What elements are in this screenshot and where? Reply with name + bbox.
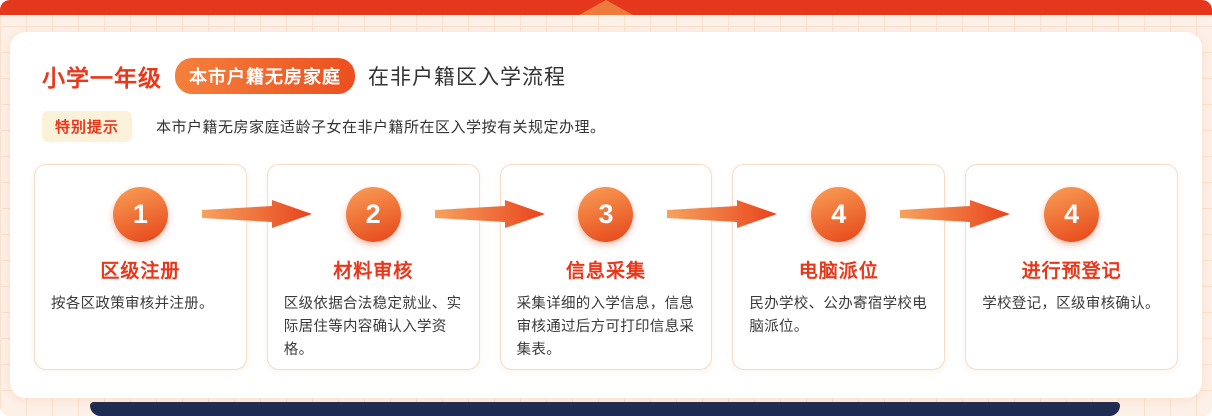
grade-label: 小学一年级 bbox=[42, 65, 162, 91]
step-number-circle: 4 bbox=[811, 187, 867, 242]
tip-text: 本市户籍无房家庭适龄子女在非户籍所在区入学按有关规定办理。 bbox=[156, 119, 606, 136]
step-card-2: 2 材料审核 区级依据合法稳定就业、实际居住等内容确认入学资格。 bbox=[266, 164, 480, 370]
step-description: 区级依据合法稳定就业、实际居住等内容确认入学资格。 bbox=[283, 296, 462, 359]
step-number-circle: 2 bbox=[345, 187, 401, 242]
step-number: 2 bbox=[365, 199, 381, 229]
step-card-3: 3 信息采集 采集详细的入学信息，信息审核通过后方可打印信息采集表。 bbox=[499, 164, 713, 370]
steps-row: 1 区级注册 按各区政策审核并注册。 2 材料审核 区级依据合法稳定就业、实际居… bbox=[34, 164, 1178, 370]
step-card-1: 1 区级注册 按各区政策审核并注册。 bbox=[34, 164, 247, 370]
step-description: 按各区政策审核并注册。 bbox=[51, 296, 214, 312]
header: 小学一年级 本市户籍无房家庭 在非户籍区入学流程 bbox=[34, 58, 1178, 94]
step-description: 采集详细的入学信息，信息审核通过后方可打印信息采集表。 bbox=[516, 296, 695, 359]
step-title: 区级注册 bbox=[100, 261, 181, 282]
step-number: 1 bbox=[132, 199, 148, 229]
step-number: 4 bbox=[1064, 199, 1080, 229]
tip-badge: 特别提示 bbox=[42, 111, 133, 142]
top-accent-bar bbox=[0, 0, 1212, 15]
step-number-circle: 1 bbox=[112, 187, 168, 242]
main-card: 小学一年级 本市户籍无房家庭 在非户籍区入学流程 特别提示 本市户籍无房家庭适龄… bbox=[10, 32, 1202, 398]
household-type-badge: 本市户籍无房家庭 bbox=[175, 58, 355, 94]
title-suffix: 在非户籍区入学流程 bbox=[368, 66, 566, 89]
step-number-circle: 3 bbox=[578, 187, 634, 242]
top-pointer-triangle-icon bbox=[579, 0, 633, 15]
step-description: 学校登记，区级审核确认。 bbox=[982, 296, 1160, 312]
step-title: 电脑派位 bbox=[798, 261, 879, 282]
step-title: 进行预登记 bbox=[1021, 261, 1122, 282]
bottom-navy-bar bbox=[90, 402, 1120, 416]
tip-row: 特别提示 本市户籍无房家庭适龄子女在非户籍所在区入学按有关规定办理。 bbox=[34, 111, 1178, 142]
step-number-circle: 4 bbox=[1044, 187, 1100, 242]
step-card-4: 4 电脑派位 民办学校、公办寄宿学校电脑派位。 bbox=[732, 164, 946, 370]
step-title: 信息采集 bbox=[565, 261, 646, 282]
step-title: 材料审核 bbox=[333, 261, 414, 282]
step-card-5: 4 进行预登记 学校登记，区级审核确认。 bbox=[965, 164, 1178, 370]
step-description: 民办学校、公办寄宿学校电脑派位。 bbox=[749, 296, 927, 336]
step-number: 3 bbox=[598, 199, 614, 229]
step-number: 4 bbox=[831, 199, 847, 229]
